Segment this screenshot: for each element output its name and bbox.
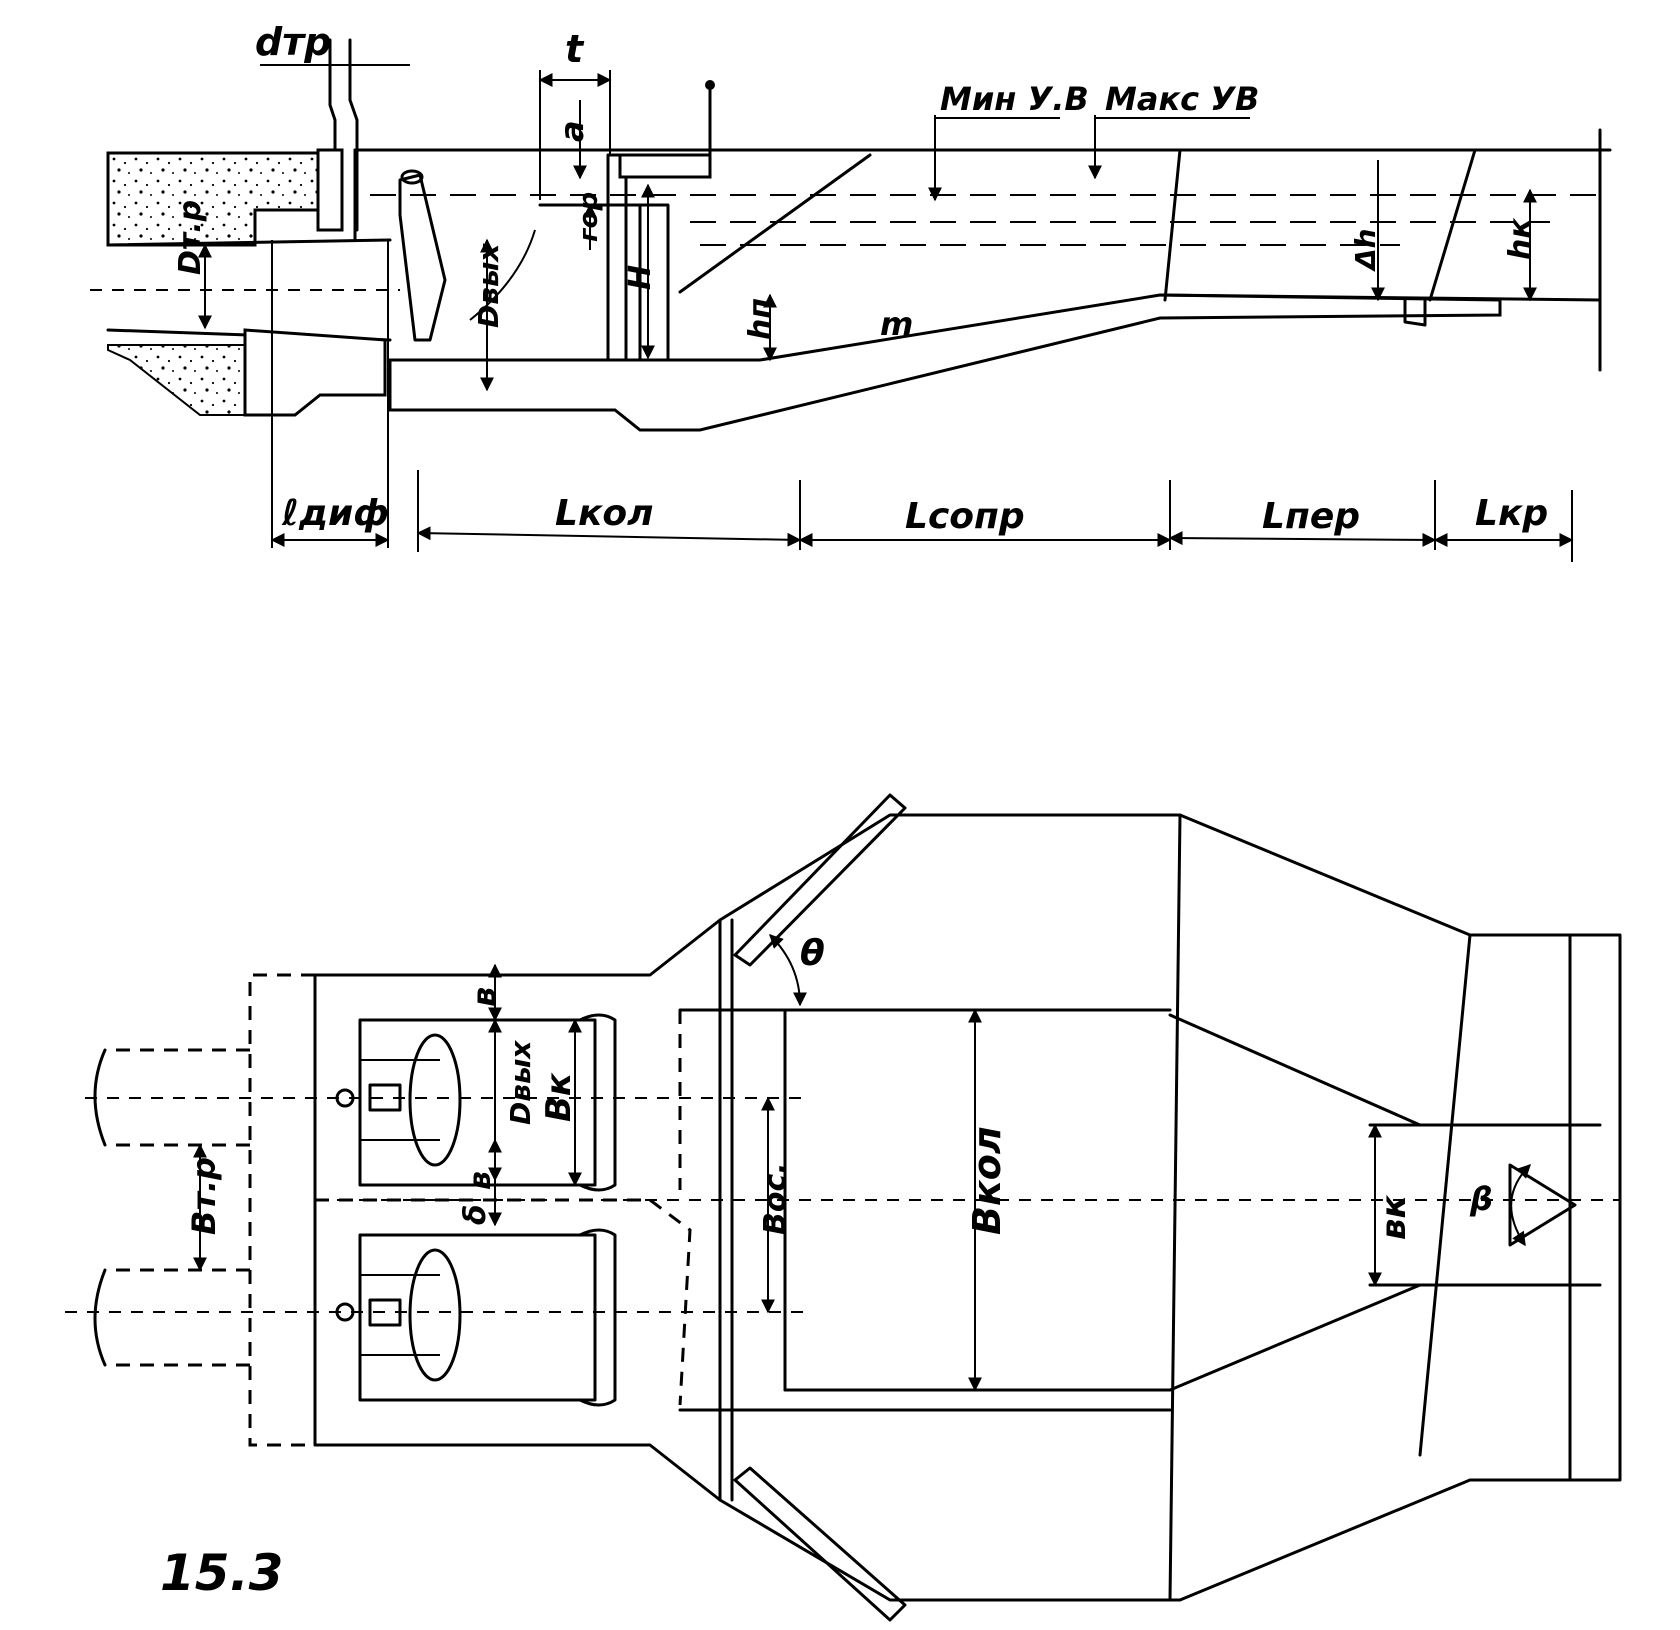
label-hp: hп (743, 298, 778, 340)
drain (1403, 298, 1427, 327)
label-L-kol: Lкол (555, 493, 653, 534)
label-L-sopr: Lсопр (905, 496, 1025, 537)
label-D-pipe: Dт.р (173, 200, 208, 275)
valve-bottom (408, 1248, 462, 1382)
label-min-level: Мин У.В (940, 80, 1089, 118)
label-L-kr: Lкр (1475, 493, 1548, 534)
pipe-end-bottom (93, 1268, 107, 1367)
plan-outline (313, 813, 1622, 1602)
label-plan-B-os: Вос. (758, 1162, 793, 1235)
dim-L-per (1168, 531, 1437, 547)
pipe-outline-dashed (248, 973, 315, 1447)
apron-top (733, 793, 907, 967)
label-plan-beta: β (1469, 1180, 1493, 1218)
label-d-pipe: dтр (255, 20, 331, 64)
label-plan-D-out: Dвых (504, 1040, 537, 1125)
valve-top (408, 1033, 462, 1167)
dim-L-kol (416, 526, 802, 547)
soil-left (106, 151, 322, 247)
label-l-dif: ℓдиф (281, 493, 389, 534)
plan-divider-4 (1418, 933, 1472, 1457)
label-gor: гор (574, 192, 604, 242)
pipe-top (106, 238, 392, 247)
basin-floor (388, 293, 1502, 432)
apron-bottom (733, 1466, 907, 1622)
label-a: a (553, 120, 591, 142)
section-divider-2 (1428, 148, 1477, 302)
label-plan-theta: θ (800, 933, 825, 974)
beta-arc (1510, 1164, 1531, 1247)
basin-slope (678, 153, 872, 294)
label-t: t (565, 27, 585, 71)
label-hk: hк (1503, 218, 1538, 260)
label-plan-delta: δ (458, 1204, 493, 1225)
longitudinal-section: dтр t a Мин У.В Макс УВ Dт.р Dвых гор H … (90, 20, 1612, 562)
label-delta-h: Δh (1349, 228, 1382, 272)
walkway (618, 153, 712, 179)
plan-divider-3 (1168, 813, 1182, 1602)
plan-view: в Вк Dвых в δ Вт.р Вос. Вкол θ вк β (65, 793, 1622, 1622)
label-H: H (623, 265, 658, 290)
section-divider-1 (1163, 148, 1182, 302)
figure-number: 15.3 (160, 1544, 283, 1602)
label-D-out: Dвых (472, 243, 505, 328)
label-m: m (880, 305, 913, 343)
label-plan-B-kol: Вкол (965, 1126, 1009, 1235)
label-plan-B-k: Вк (539, 1072, 579, 1122)
label-plan-b-k: вк (1374, 1194, 1414, 1240)
weir-wall (606, 153, 628, 362)
chamber-top-mouth (578, 1013, 617, 1192)
converge-bottom (1168, 1283, 1422, 1392)
post-top (705, 80, 715, 90)
chamber-bottom-mouth (578, 1228, 617, 1407)
soil-left-lower (107, 344, 246, 416)
label-L-per: Lпер (1262, 496, 1360, 537)
riser-collar (316, 148, 344, 232)
theta-arc (769, 934, 807, 1007)
label-plan-b-top: в (465, 987, 503, 1007)
converge-top (1168, 1013, 1422, 1127)
label-plan-B-pipe: Вт.р (185, 1157, 223, 1235)
chamber-top (358, 1018, 597, 1187)
pipe-end-top (93, 1048, 107, 1147)
gate-top (400, 169, 424, 185)
label-max-level: Макс УВ (1105, 80, 1259, 118)
label-plan-b-mid: в (463, 1171, 498, 1190)
diffuser-wall (243, 328, 387, 417)
gate-assembly (398, 173, 447, 342)
beta-triangle (1508, 1163, 1577, 1247)
chamber-bottom (358, 1233, 597, 1402)
